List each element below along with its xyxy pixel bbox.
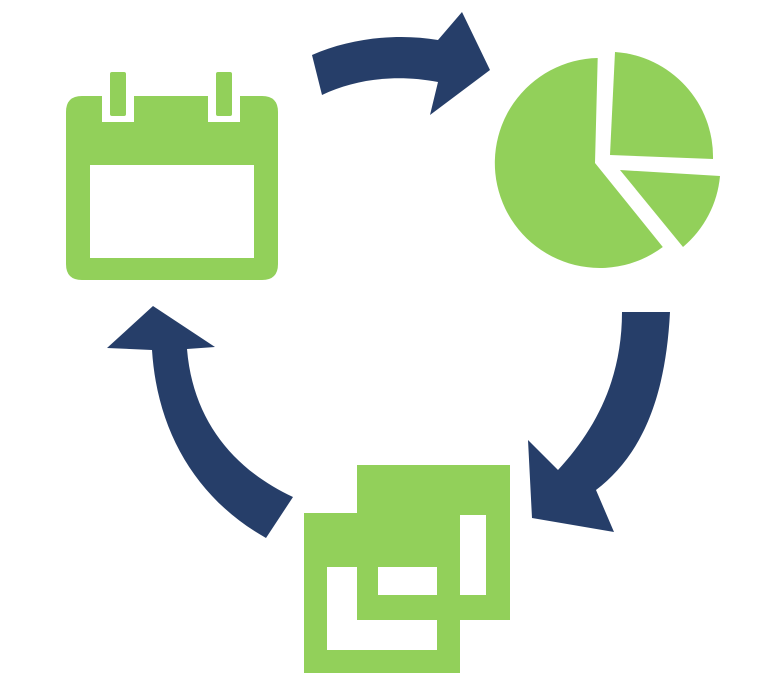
calendar-body xyxy=(66,96,278,280)
calendar-icon xyxy=(66,72,278,280)
calendar-ring-left xyxy=(110,72,126,116)
arrow-calendar-to-chart xyxy=(312,12,490,115)
window-back xyxy=(304,513,460,673)
pie-slice-large xyxy=(494,58,663,268)
window-front xyxy=(357,465,510,620)
pie-chart-icon xyxy=(494,52,720,268)
cycle-arrows xyxy=(107,12,670,538)
arrow-windows-to-calendar xyxy=(107,306,293,538)
pie-slice-top xyxy=(610,52,714,159)
stacked-windows-icon xyxy=(304,465,510,673)
pie-slice-small xyxy=(620,170,720,247)
calendar-ring-right xyxy=(216,72,232,116)
arrow-chart-to-windows xyxy=(528,312,670,532)
